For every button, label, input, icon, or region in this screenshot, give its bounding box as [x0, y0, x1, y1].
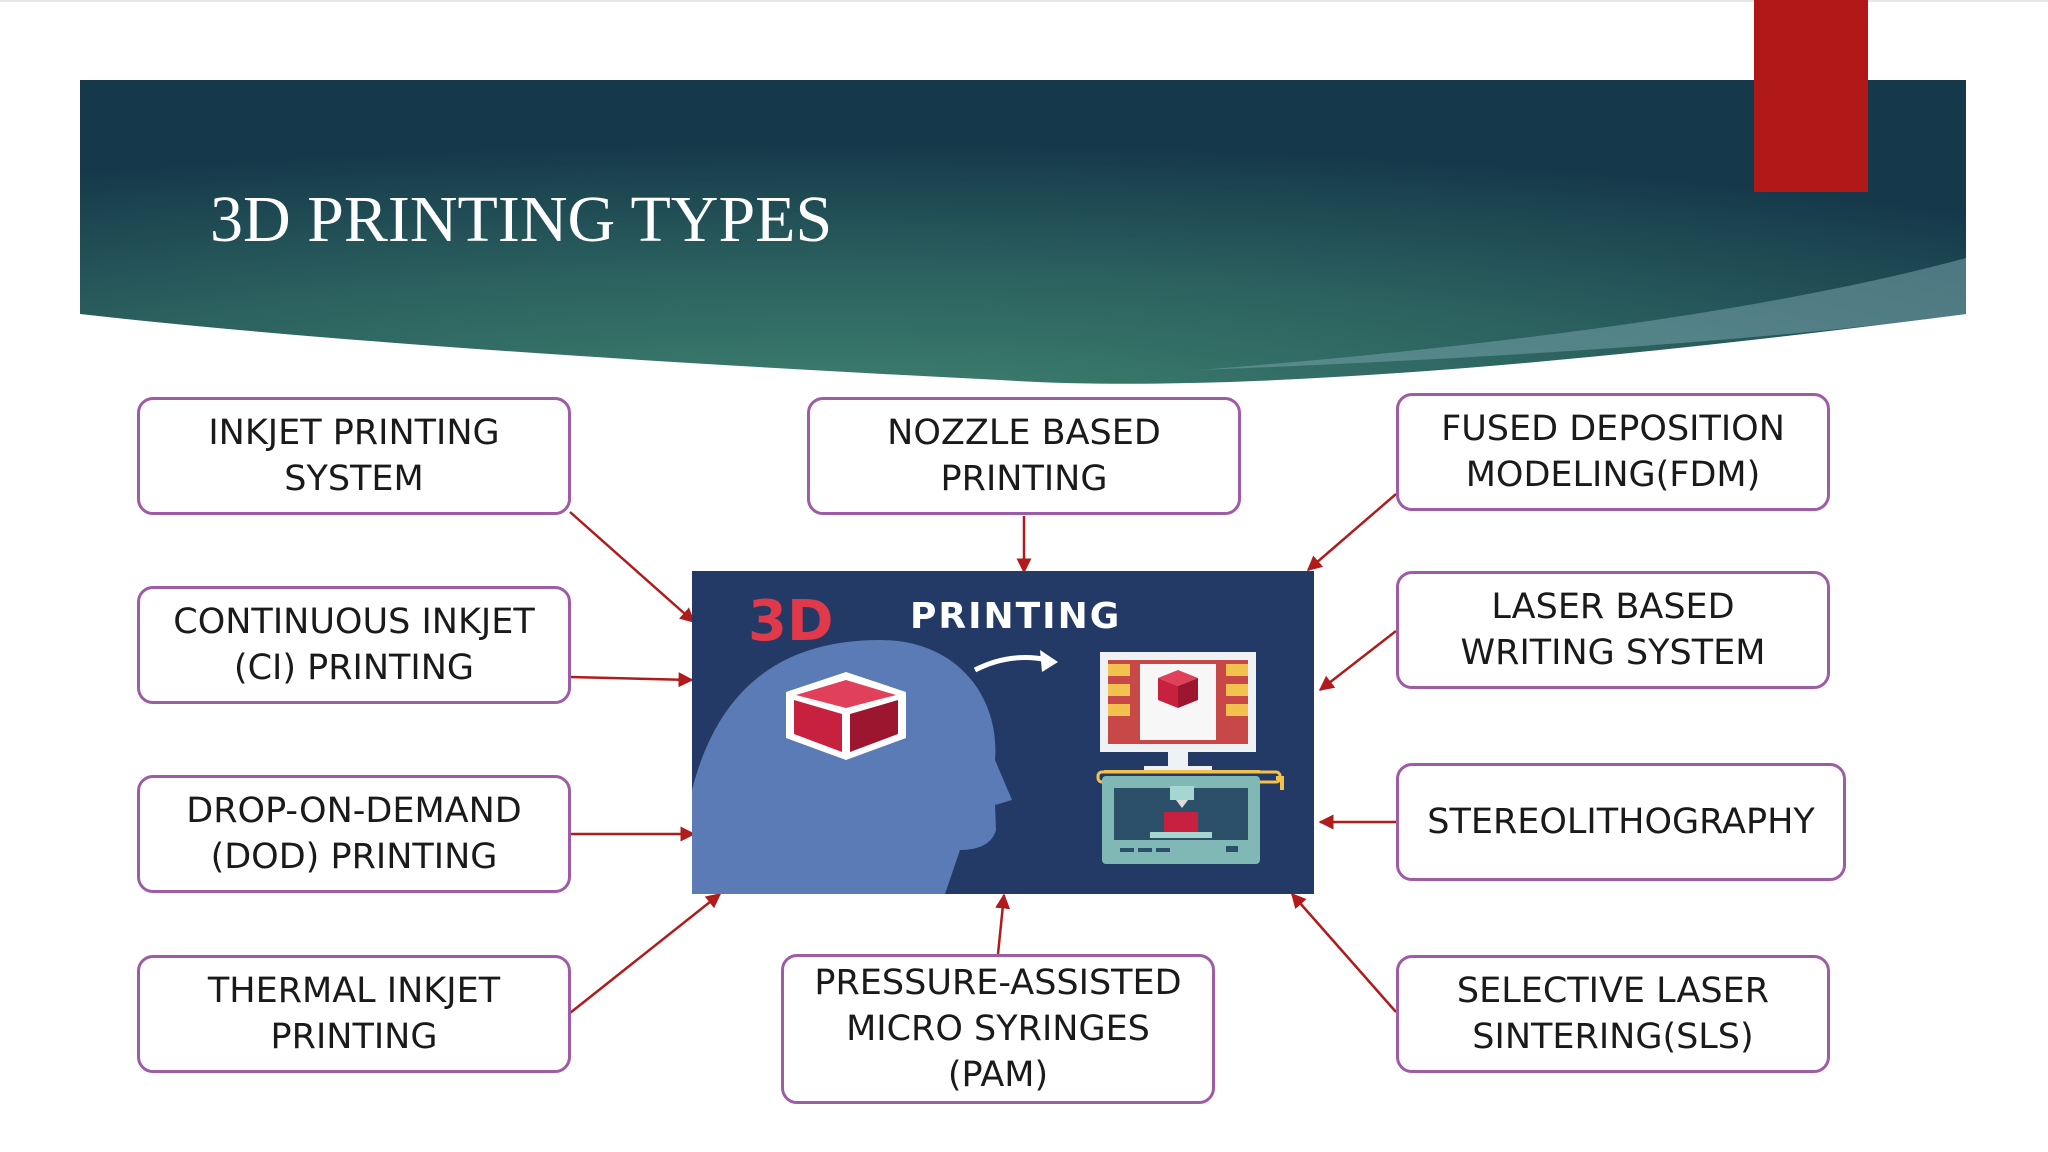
arrow-pam [995, 893, 1011, 955]
illustration-label-3d: 3D [748, 589, 833, 654]
title-banner [80, 80, 1966, 384]
arrow-inkjet [569, 511, 696, 623]
monitor-icon [1100, 652, 1256, 772]
slide-title: 3D PRINTING TYPES [210, 183, 833, 256]
banner-swoosh [1200, 258, 1966, 370]
arrow-continuous [569, 672, 694, 688]
type-box-continuous-inkjet: CONTINUOUS INKJET(CI) PRINTING [137, 586, 571, 704]
3d-printer-icon [1096, 770, 1284, 864]
head-silhouette-icon [692, 640, 1012, 894]
center-illustration: 3D PRINTING [692, 571, 1314, 894]
connector-arrows [569, 493, 1397, 1014]
arrow-fdm [1306, 493, 1397, 571]
arrow-laser [1318, 630, 1397, 691]
illustration-label-printing: PRINTING [910, 596, 1121, 637]
arrow-thermal [569, 893, 722, 1014]
arrow-sls [1291, 892, 1397, 1013]
cube-icon [786, 672, 906, 760]
type-box-drop-on-demand: DROP-ON-DEMAND(DOD) PRINTING [137, 775, 571, 893]
type-box-stereolithography: STEREOLITHOGRAPHY [1396, 763, 1846, 881]
red-accent-tab [1754, 0, 1868, 192]
